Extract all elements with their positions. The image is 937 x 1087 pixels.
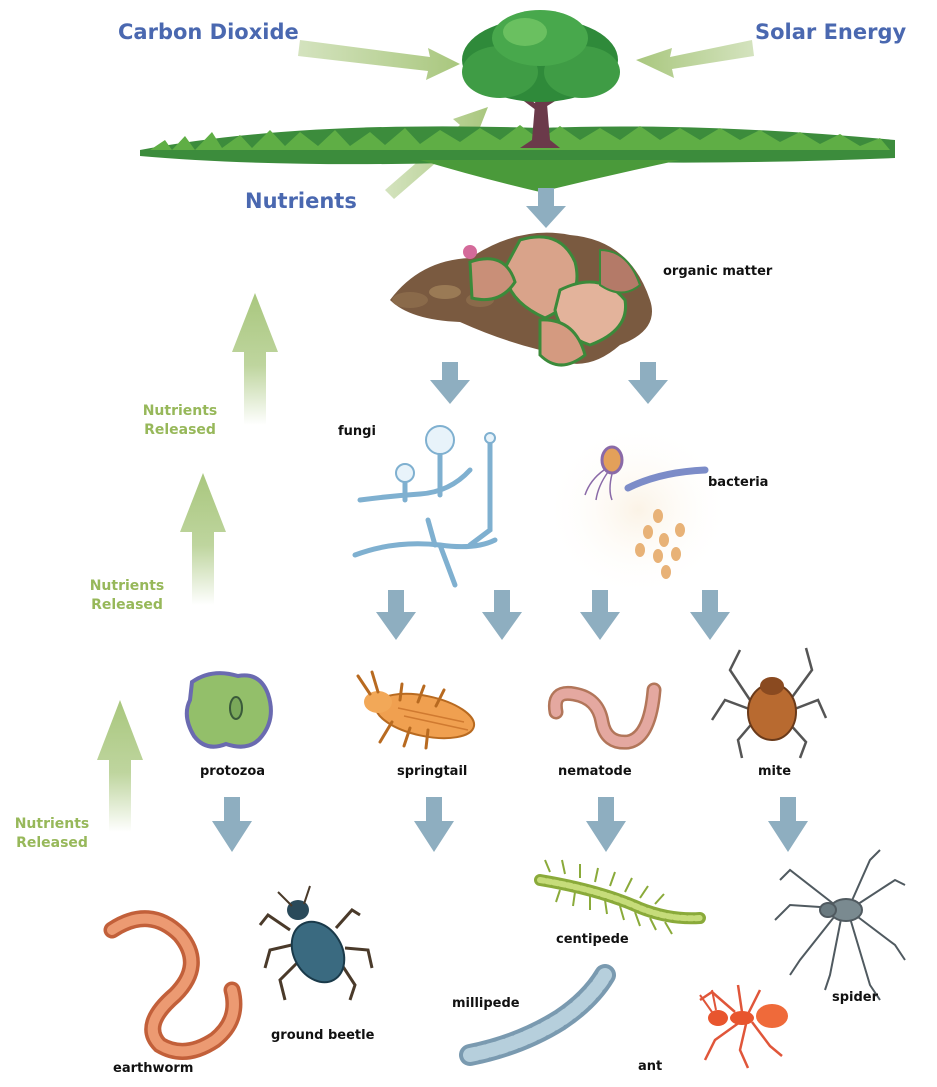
nutrients-released-label-3: Nutrients Released [12, 815, 92, 853]
nutrients-released-line1: Nutrients [12, 815, 92, 834]
nutrients-released-line1: Nutrients [87, 577, 167, 596]
co2-arrow [298, 40, 460, 80]
protozoa-icon [187, 673, 271, 747]
flow-arrow-springtail [414, 797, 454, 852]
earthworm-icon [112, 919, 234, 1052]
nematode-icon [555, 690, 654, 742]
flow-arrow-to-fungi [430, 362, 470, 404]
flow-arrow-fungi-springtail-1 [376, 590, 416, 640]
bacteria-label: bacteria [708, 475, 768, 490]
nutrients-released-label-2: Nutrients Released [87, 577, 167, 615]
ground-beetle-icon [260, 886, 372, 1000]
nutrients-released-line2: Released [12, 834, 92, 853]
centipede-icon [540, 860, 700, 934]
nutrients-released-line2: Released [87, 596, 167, 615]
nutrients-released-label-1: Nutrients Released [140, 402, 220, 440]
solar-energy-label: Solar Energy [755, 20, 906, 44]
flow-arrow-mite [768, 797, 808, 852]
earthworm-label: earthworm [113, 1061, 193, 1076]
ground-beetle-label: ground beetle [271, 1028, 374, 1043]
flow-arrow-to-organic [526, 188, 566, 228]
solar-arrow [636, 40, 754, 78]
nutrients-released-arrow-2 [180, 473, 226, 605]
nutrients-released-arrow-3 [97, 700, 143, 832]
flow-arrow-protozoa [212, 797, 252, 852]
springtail-icon [358, 672, 478, 748]
flow-arrow-fungi-springtail-2 [482, 590, 522, 640]
organic-matter-label: organic matter [663, 264, 772, 279]
bacteria-icon [553, 430, 723, 590]
mite-icon [712, 648, 826, 758]
fungi-spores [396, 426, 495, 482]
fungi-icon [355, 440, 495, 585]
carbon-dioxide-label: Carbon Dioxide [118, 20, 299, 44]
nutrients-released-line1: Nutrients [140, 402, 220, 421]
millipede-label: millipede [452, 996, 520, 1011]
flow-arrow-bacteria-mite [690, 590, 730, 640]
ant-label: ant [638, 1059, 662, 1074]
centipede-label: centipede [556, 932, 629, 947]
leaf-litter-icon [390, 233, 652, 365]
flow-arrow-nematode [586, 797, 626, 852]
protozoa-label: protozoa [200, 764, 265, 779]
ant-icon [700, 985, 788, 1068]
springtail-label: springtail [397, 764, 467, 779]
mite-label: mite [758, 764, 791, 779]
nutrients-released-arrow-1 [232, 293, 278, 425]
fungi-label: fungi [338, 424, 376, 439]
grass-icon [140, 125, 895, 192]
spider-label: spider [832, 990, 878, 1005]
nutrients-label: Nutrients [245, 189, 357, 213]
nutrients-released-line2: Released [140, 421, 220, 440]
flow-arrow-bacteria-nematode [580, 590, 620, 640]
flow-arrow-to-bacteria [628, 362, 668, 404]
spider-icon [775, 850, 905, 1000]
nematode-label: nematode [558, 764, 632, 779]
millipede-icon [470, 975, 605, 1055]
